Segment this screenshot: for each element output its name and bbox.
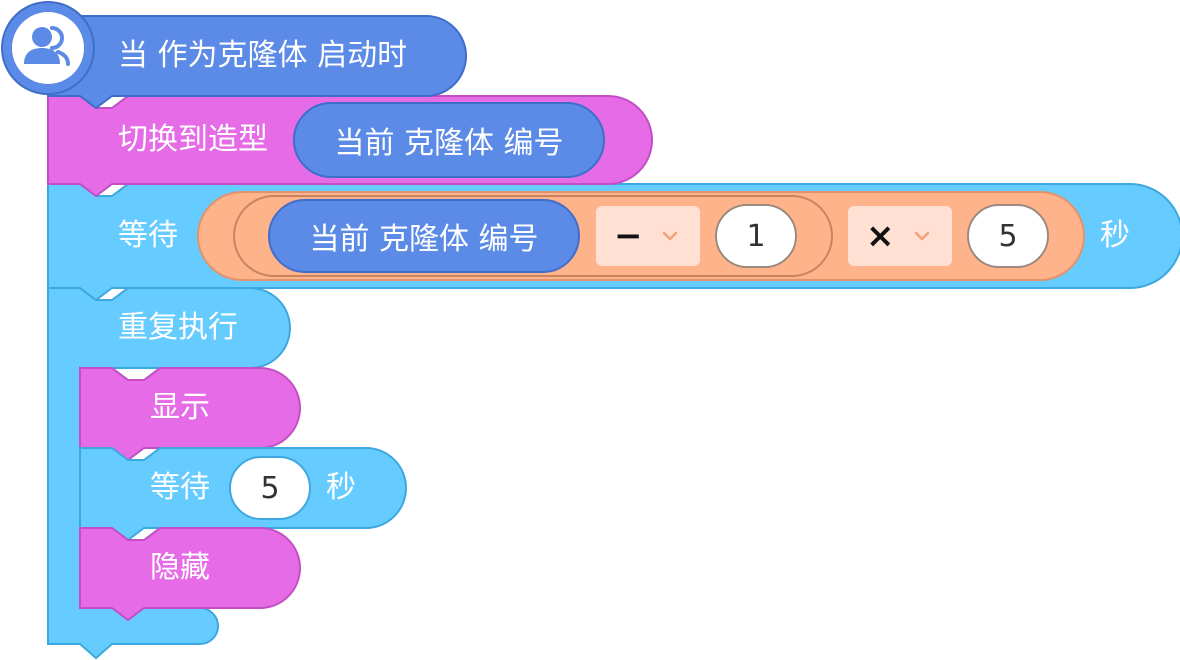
hide-block-shape <box>79 527 301 622</box>
chevron-down-icon <box>662 231 678 241</box>
current-clone-id-reporter[interactable]: 当前 克隆体 编号 <box>293 102 605 178</box>
wait-seconds-input[interactable]: 5 <box>229 456 311 520</box>
number-input-1[interactable]: 1 <box>715 204 797 268</box>
switch-costume-label[interactable]: 切换到造型 <box>118 122 268 157</box>
chevron-down-icon <box>914 231 930 241</box>
times-symbol: × <box>866 216 895 256</box>
hat-block-shape <box>38 15 467 110</box>
clone-users-icon <box>24 26 70 66</box>
wait-simple-seconds-unit: 秒 <box>326 470 356 505</box>
hide-label[interactable]: 隐藏 <box>150 550 210 585</box>
operator-times-dropdown[interactable]: × <box>848 206 952 266</box>
wait-simple-label[interactable]: 等待 <box>150 470 210 505</box>
number-input-5[interactable]: 5 <box>967 204 1049 268</box>
hat-label[interactable]: 当 作为克隆体 启动时 <box>118 38 408 73</box>
forever-label[interactable]: 重复执行 <box>118 310 238 345</box>
operator-minus-dropdown[interactable]: − <box>596 206 700 266</box>
wait-label[interactable]: 等待 <box>118 218 178 253</box>
show-label[interactable]: 显示 <box>150 390 210 425</box>
current-clone-id-reporter-2[interactable]: 当前 克隆体 编号 <box>268 199 580 273</box>
minus-symbol: − <box>614 216 643 256</box>
wait-seconds-unit: 秒 <box>1100 218 1130 253</box>
